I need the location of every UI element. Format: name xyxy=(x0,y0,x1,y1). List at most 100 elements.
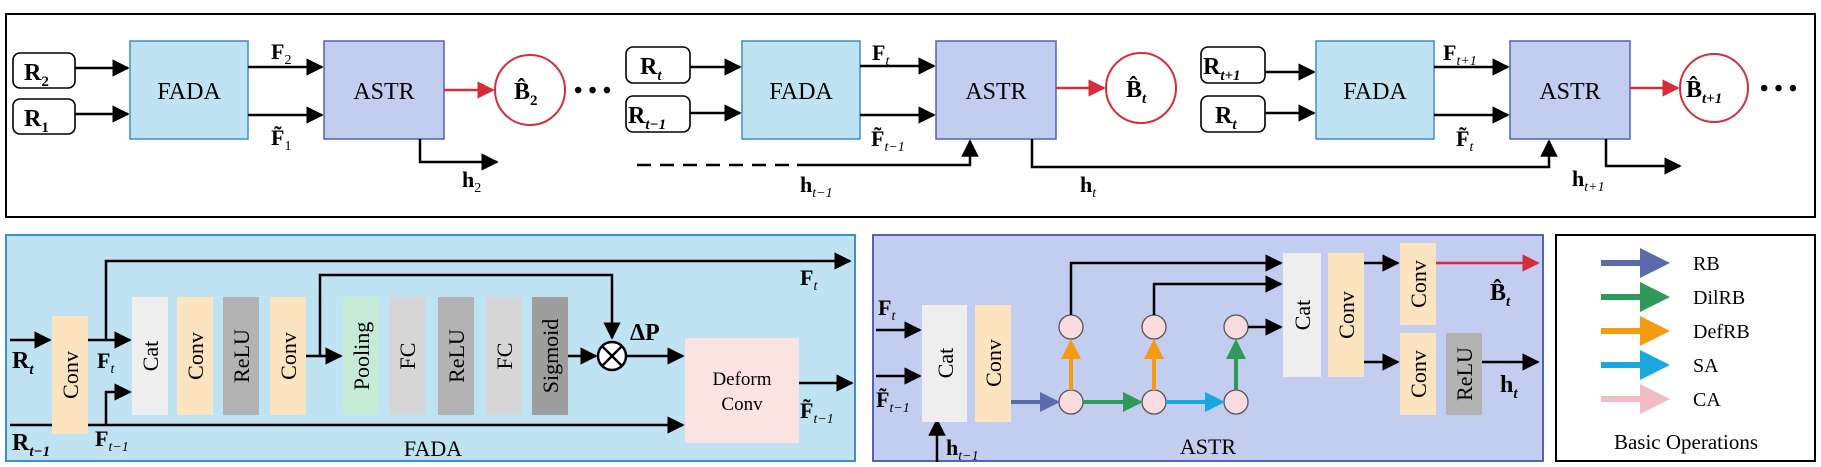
fada-box xyxy=(741,40,861,140)
astr-panel: ASTR Ft F̃t−1 ht−1 Cat Conv Cat Conv xyxy=(872,234,1544,464)
fada-mid-ft: Ft xyxy=(97,348,115,377)
ca-node-5 xyxy=(1141,314,1167,340)
fada-in-rt1: Rt−1 xyxy=(12,430,50,460)
arrow-h-out xyxy=(418,139,499,171)
legend-sa-label: SA xyxy=(1693,355,1719,377)
ca-node-6 xyxy=(1223,314,1249,340)
arrow-ht-next-astr xyxy=(1030,139,1558,169)
top-block-2: Rt Rt−1 FADA Ft F̃t−1 ASTR B̂t ht−1 ht xyxy=(625,40,1558,201)
astr-cat1-block xyxy=(922,305,967,422)
input-box-rt+1 xyxy=(1200,46,1266,84)
fada-bot-ft1: Ft−1 xyxy=(95,426,129,455)
delta-p-label: ΔP xyxy=(630,320,660,346)
fada-conv-label: Conv xyxy=(58,351,83,399)
fada-conv2-block xyxy=(177,297,213,415)
astr-cat2-label: Cat xyxy=(1290,300,1315,331)
top-block-1: R2 R1 FADA F2 F̃1 ASTR B̂2 h2 xyxy=(12,39,566,196)
astr-relu-block xyxy=(1446,333,1482,415)
fada-relu2-label: ReLU xyxy=(444,329,469,383)
fada-relu-block xyxy=(223,297,259,415)
astr-out-h: ht xyxy=(1500,372,1518,402)
input-r2-label: R2 xyxy=(24,60,49,90)
output-b-circle xyxy=(1105,52,1177,124)
deform-conv-block xyxy=(685,338,799,443)
fada-pooling-label: Pooling xyxy=(349,322,374,390)
astr-conv2-label: Conv xyxy=(1334,291,1359,339)
astr-label: ASTR xyxy=(965,79,1026,105)
fada-label: FADA xyxy=(157,79,221,105)
astr-in-h: ht−1 xyxy=(946,435,979,464)
input-box-rt xyxy=(625,46,691,84)
astr-in-ft: Ft xyxy=(878,295,896,324)
h-out-label: ht+1 xyxy=(1572,166,1605,195)
fada-fc2-block xyxy=(486,297,522,415)
f-out-label: F2 xyxy=(271,39,291,68)
astr-conv1-block xyxy=(975,305,1011,422)
fada-in-rt: Rt xyxy=(12,348,34,378)
deform-conv-label-2: Conv xyxy=(721,394,763,415)
input-box-r1 xyxy=(12,98,76,135)
ft-out-label: F̃t xyxy=(1456,126,1474,155)
astr-in-ft1: F̃t−1 xyxy=(876,387,910,416)
ca-node-1 xyxy=(1058,389,1084,415)
input-rt-label: Rt xyxy=(1215,103,1237,133)
astr-cat1-label: Cat xyxy=(933,348,958,379)
h-out-label: ht xyxy=(1080,172,1097,201)
fada-panel-title: FADA xyxy=(404,436,462,461)
output-b-label: B̂t xyxy=(1126,76,1147,107)
fada-out-ft1: F̃t−1 xyxy=(800,398,834,427)
ca-node-2 xyxy=(1141,389,1167,415)
legend-panel: RB DilRB DefRB SA CA Basic Operations xyxy=(1555,234,1816,462)
top-block-3: Rt+1 Rt FADA Ft+1 F̃t ASTR B̂t+1 ht+1 xyxy=(1200,40,1749,195)
fada-pooling-block xyxy=(343,297,379,415)
input-r1-label: R1 xyxy=(24,106,49,136)
fada-fc2-label: FC xyxy=(492,343,517,370)
arrow-h-prev-astr xyxy=(797,139,979,167)
ft-out-label: F̃1 xyxy=(271,125,291,154)
astr-relu-label: ReLU xyxy=(1452,347,1477,401)
astr-box xyxy=(935,40,1057,140)
h-out-label: h2 xyxy=(462,167,481,196)
astr-conv-top-label: Conv xyxy=(1406,260,1431,308)
fada-conv-block xyxy=(52,316,88,434)
fada-relu2-block xyxy=(438,297,474,415)
fada-label: FADA xyxy=(1343,79,1407,105)
fada-conv2-label: Conv xyxy=(183,332,208,380)
ft-out-label: F̃t−1 xyxy=(871,126,905,155)
fada-relu-label: ReLU xyxy=(229,329,254,383)
ca-node-4 xyxy=(1058,314,1084,340)
fada-conv3-block xyxy=(270,297,306,415)
f-out-label: Ft+1 xyxy=(1443,40,1477,69)
fada-fc1-block xyxy=(389,297,425,415)
astr-box xyxy=(1509,40,1631,140)
astr-conv2-block xyxy=(1328,253,1364,377)
astr-panel-title: ASTR xyxy=(1180,434,1237,459)
offset-branch-line xyxy=(306,273,621,358)
fada-label: FADA xyxy=(769,79,833,105)
output-b-circle xyxy=(494,54,566,126)
skip-line-1 xyxy=(1069,254,1283,315)
fada-panel: FADA Rt Rt−1 Conv Ft Ft Ft−1 Cat Conv Re… xyxy=(5,234,856,462)
fada-sigmoid-label: Sigmoid xyxy=(538,319,563,394)
fada-box xyxy=(1315,40,1435,140)
deform-conv-label-1: Deform xyxy=(712,369,771,390)
astr-conv-top-block xyxy=(1400,243,1436,325)
astr-panel-bg xyxy=(872,234,1544,462)
astr-cat2-block xyxy=(1283,253,1321,377)
ft-skip-line xyxy=(88,252,852,342)
fada-cat-label: Cat xyxy=(138,341,163,372)
astr-conv1-label: Conv xyxy=(981,339,1006,387)
legend-defrb-label: DefRB xyxy=(1693,321,1750,343)
fada-fc1-label: FC xyxy=(395,343,420,370)
multiply-icon-x2 xyxy=(601,345,623,367)
fada-sigmoid-block xyxy=(532,297,568,415)
legend-frame xyxy=(1555,234,1816,462)
fada-out-ft: Ft xyxy=(800,265,818,294)
fada-box xyxy=(129,40,249,140)
legend-ca-label: CA xyxy=(1693,389,1721,411)
legend-title: Basic Operations xyxy=(1614,430,1758,454)
astr-box xyxy=(323,40,445,140)
input-rt1-label: Rt−1 xyxy=(628,103,666,133)
input-rt-label: Rt xyxy=(640,54,662,84)
